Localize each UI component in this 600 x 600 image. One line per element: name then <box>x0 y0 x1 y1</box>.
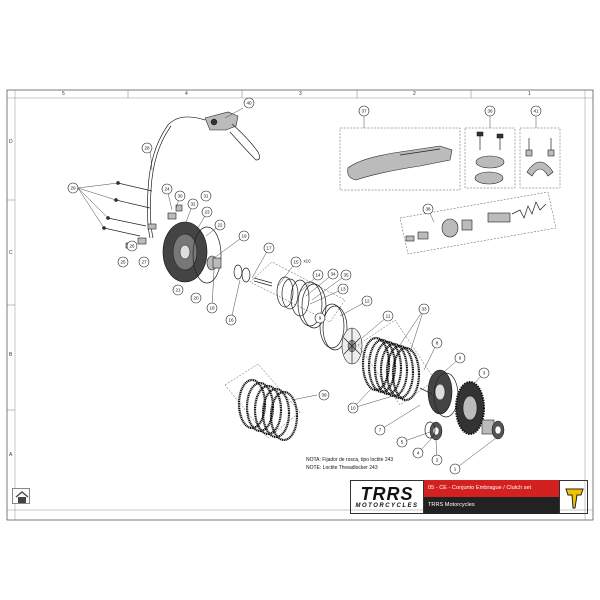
cover-gasket <box>192 226 222 284</box>
callout-7: 7 <box>379 428 382 433</box>
callout-1: 1 <box>454 467 457 472</box>
callout-18: 18 <box>209 306 215 311</box>
spare-disc-frame <box>224 363 301 439</box>
callout-27: 27 <box>141 260 147 265</box>
grid-col-label: 5 <box>62 91 65 97</box>
callout-21: 21 <box>175 288 181 293</box>
leader-lines <box>77 107 537 470</box>
logo-main-text: TRRS <box>360 484 414 504</box>
home-button[interactable] <box>12 488 30 504</box>
callout-15: 15 <box>293 260 299 265</box>
callout-39: 39 <box>321 393 327 398</box>
bearings-and-washers <box>419 387 505 441</box>
callout-3: 3 <box>483 371 486 376</box>
callout-33: 33 <box>421 307 427 312</box>
pivot-kit-frame <box>464 127 516 189</box>
home-icon <box>15 491 29 503</box>
clutch-slave-cover <box>162 204 208 283</box>
callout-22: 22 <box>217 223 223 228</box>
thrust-plate <box>319 303 345 349</box>
callout-31-circle <box>200 190 212 202</box>
callout-20: 20 <box>193 296 199 301</box>
callout-x10: x10 <box>303 259 311 264</box>
callout-28: 28 <box>144 146 150 151</box>
primary-gear <box>455 381 495 435</box>
clutch-disc-pack <box>361 336 421 402</box>
long-bolts <box>102 181 153 237</box>
callout-19: 19 <box>241 234 247 239</box>
callout-31: 31 <box>203 194 209 199</box>
callout-labels: 1 2 3 4 5 6 7 8 10 11 12 13 14 15 16 17 … <box>70 101 539 472</box>
handlebar-clamp-kit <box>525 138 555 177</box>
piston-kit-frame <box>399 191 557 255</box>
callout-23: 23 <box>204 210 210 215</box>
callout-10: 10 <box>350 406 356 411</box>
spring-group-frame <box>249 261 346 323</box>
callout-38: 38 <box>425 207 431 212</box>
callout-4: 4 <box>417 451 420 456</box>
callouts <box>67 97 542 475</box>
grid-col-label: 4 <box>185 91 188 97</box>
callout-14: 14 <box>315 273 321 278</box>
grid-row-label: B <box>9 352 13 358</box>
spare-disc-set <box>237 378 299 442</box>
column-ticks <box>127 90 472 98</box>
callout-35: 35 <box>343 273 349 278</box>
callout-9-circle <box>314 312 326 324</box>
callout-29: 29 <box>70 186 76 191</box>
callout-11: 11 <box>386 314 391 319</box>
callout-26: 26 <box>129 244 135 249</box>
note-line-es: NOTA: Fijador de rosca, tipo loctite 243 <box>306 457 393 463</box>
callout-17: 17 <box>266 246 272 251</box>
drawing-title: 05 - CE - Conjunto Embrague / Clutch set <box>424 480 559 497</box>
master-piston-kit <box>405 201 547 242</box>
callout-32: 32 <box>190 202 196 207</box>
clutch-hose-outline <box>149 125 172 239</box>
grid-row-label: A <box>9 452 13 458</box>
callout-40: 40 <box>246 101 252 106</box>
callout-25: 25 <box>120 260 126 265</box>
grid-row-label: C <box>9 250 13 256</box>
company-name: TRRS Motorcycles <box>424 497 559 514</box>
clutch-hub <box>341 327 363 365</box>
callout-6: 6 <box>459 356 462 361</box>
callout-24: 24 <box>164 187 170 192</box>
lever-kit-frame <box>339 127 461 191</box>
callout-2: 2 <box>436 458 439 463</box>
clutch-basket <box>427 369 459 418</box>
slave-piston <box>206 255 273 287</box>
callout-37: 37 <box>361 109 367 114</box>
callout-12: 12 <box>364 299 370 304</box>
brand-mark-icon <box>559 480 588 514</box>
callout-30: 30 <box>177 194 183 199</box>
clutch-lever-kit <box>347 145 453 181</box>
brand-logo: TRRS MOTORCYCLES <box>350 480 424 514</box>
row-ticks <box>7 199 15 411</box>
callout-36: 36 <box>487 109 493 114</box>
grid-col-label: 2 <box>413 91 416 97</box>
callout-8: 8 <box>436 341 439 346</box>
title-block: TRRS MOTORCYCLES 05 - CE - Conjunto Embr… <box>350 480 588 514</box>
master-cylinder-lever <box>167 111 260 161</box>
callout-34: 34 <box>330 272 336 277</box>
callout-13: 13 <box>340 287 346 292</box>
logo-sub-text: MOTORCYCLES <box>355 503 419 509</box>
grid-col-label: 3 <box>299 91 302 97</box>
clamp-kit-frame <box>519 127 561 189</box>
grid-row-label: D <box>9 139 13 145</box>
lever-pivot-kit <box>474 131 505 185</box>
drawing-frame <box>6 89 594 521</box>
note-line-en: NOTE: Loctite Threadlocker 243 <box>306 465 378 471</box>
callout-41: 41 <box>533 109 539 114</box>
callout-5: 5 <box>401 440 404 445</box>
callout-16: 16 <box>228 318 234 323</box>
callout-9: 9 <box>319 316 322 321</box>
thrust-plate-outline <box>322 305 348 351</box>
grid-col-label: 1 <box>528 91 531 97</box>
